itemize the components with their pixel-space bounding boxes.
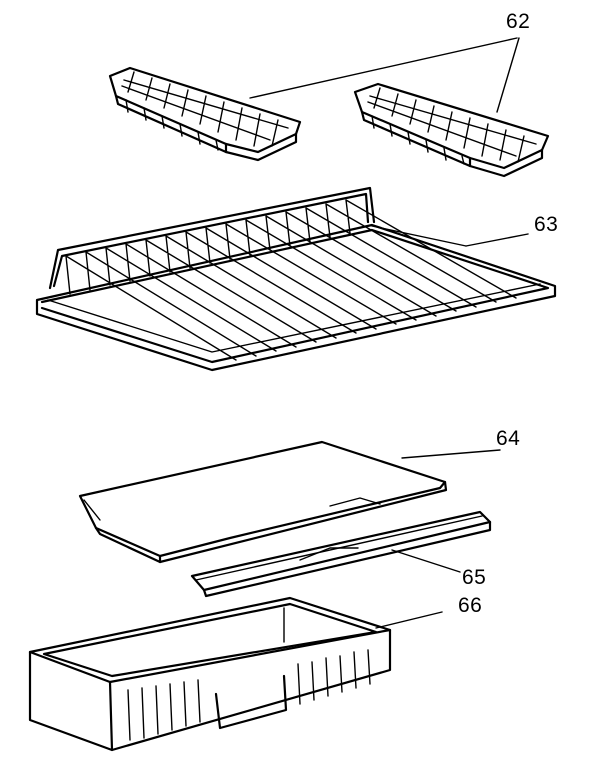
label-65: 65 — [462, 566, 487, 589]
crisper-pan — [28, 596, 443, 752]
ice-tray-right — [353, 82, 550, 178]
ice-tray-leader-lines — [249, 37, 520, 113]
label-64: 64 — [496, 427, 521, 450]
wire-shelf — [35, 186, 557, 372]
cover-front-trim — [190, 510, 492, 598]
label-62: 62 — [506, 10, 531, 33]
ice-tray-left — [108, 66, 302, 162]
label-66: 66 — [458, 594, 483, 617]
label-63: 63 — [534, 213, 559, 236]
crisper-cover — [78, 440, 501, 564]
